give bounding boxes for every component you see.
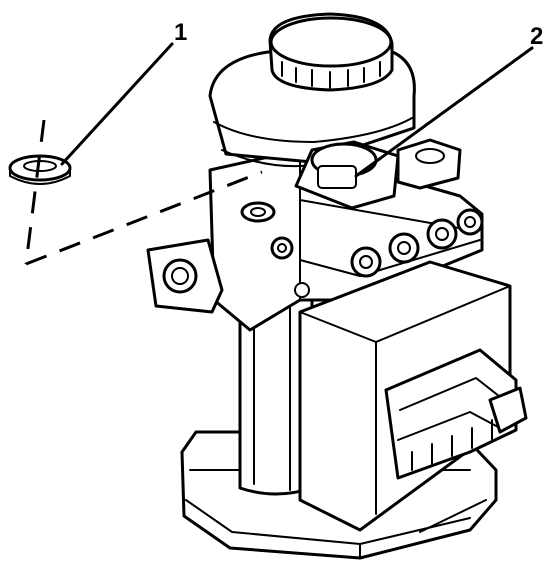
callout-1-label: 1: [174, 19, 187, 46]
callout-2-leader: [354, 46, 534, 178]
electronic-control-module: [298, 260, 528, 532]
harness-connector: [384, 348, 528, 480]
explode-centerline: [24, 119, 263, 266]
brake-line-ports: [350, 208, 484, 278]
callout-1-leader: [60, 42, 174, 166]
brake-fluid-pressure-sensor: [294, 138, 462, 210]
callout-2-label: 2: [530, 23, 543, 50]
reservoir-cap: [268, 12, 394, 92]
fluid-reservoir: [208, 12, 416, 168]
